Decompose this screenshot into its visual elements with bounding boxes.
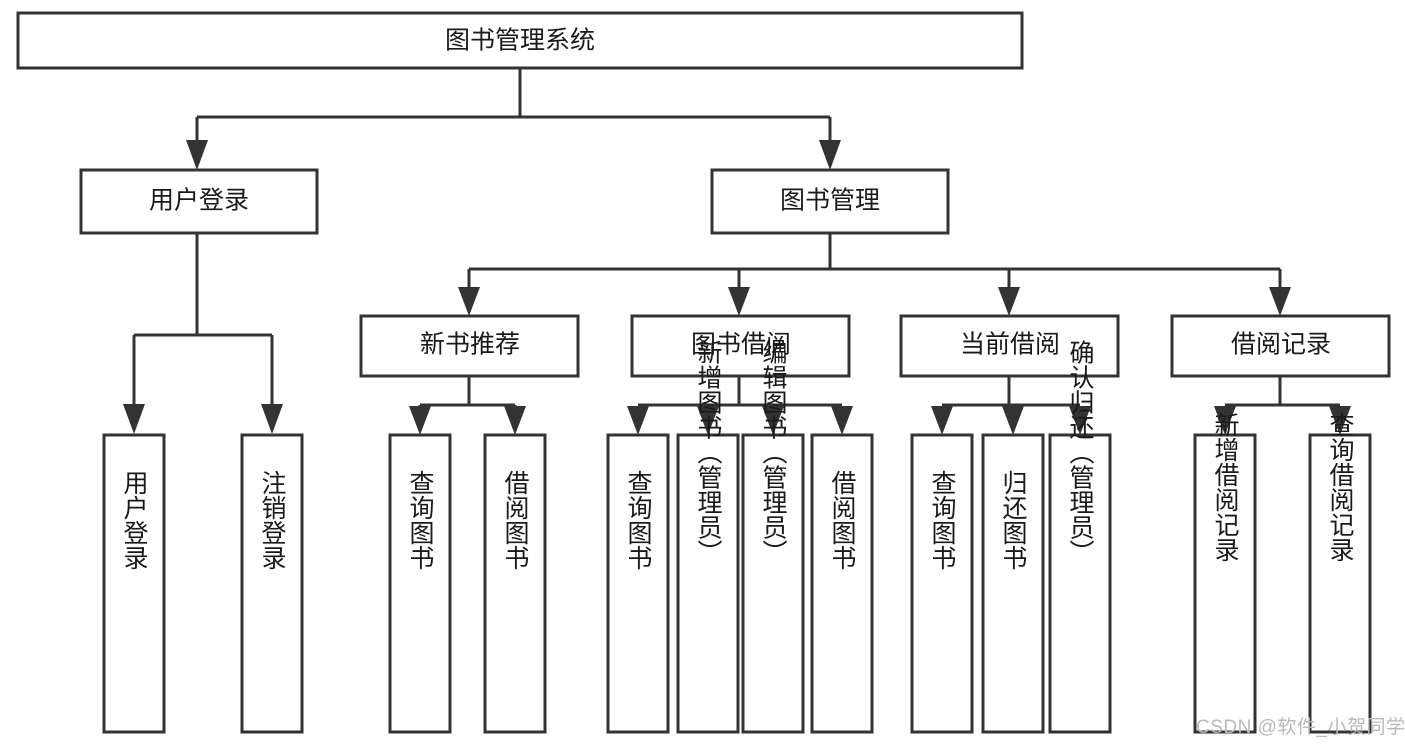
node-user-login[interactable]: 用户登录 <box>79 168 319 235</box>
node-borrow-record[interactable]: 借阅记录 <box>1170 314 1391 378</box>
node-leaf-borrow-add[interactable]: 新增图书（管理员） <box>676 340 740 734</box>
arrow-leaf-user-logout <box>261 404 283 434</box>
connector-layer <box>123 68 1351 435</box>
node-leaf-borrow-take[interactable]: 借阅图书 <box>810 433 874 734</box>
arrow-leaf-borrow-edit <box>762 406 784 435</box>
node-root-label: 图书管理系统 <box>445 27 595 55</box>
node-book-manage[interactable]: 图书管理 <box>710 168 950 235</box>
arrow-leaf-cur-confirm <box>1069 406 1091 435</box>
arrow-leaf-borrow-take <box>831 406 853 435</box>
node-leaf-borrow-add-box[interactable] <box>676 433 740 734</box>
arrow-leaf-cur-return <box>1002 406 1024 435</box>
arrow-user-login <box>186 140 208 170</box>
node-leaf-user-logout-label: 注销登录 <box>258 470 287 570</box>
arrow-leaf-rec-query <box>409 406 431 435</box>
node-leaf-user-logout-box[interactable] <box>240 433 304 734</box>
node-leaf-rec-query-label: 查询图书 <box>406 470 435 570</box>
node-leaf-rec-add[interactable]: 新增借阅记录 <box>1193 412 1257 734</box>
arrow-borrow-record <box>1269 287 1291 316</box>
node-leaf-cur-query-box[interactable] <box>910 433 974 734</box>
node-leaf-cur-confirm-box[interactable] <box>1048 433 1112 734</box>
node-leaf-borrow-query[interactable]: 查询图书 <box>606 433 670 734</box>
node-leaf-user-login-box[interactable] <box>102 433 166 734</box>
node-leaf-cur-return-box[interactable] <box>981 433 1045 734</box>
node-leaf-rec-query-box[interactable] <box>388 433 452 734</box>
node-leaf-rec-add-box[interactable] <box>1193 433 1257 734</box>
node-leaf-rec-search-label: 查询借阅记录 <box>1326 412 1355 562</box>
node-book-borrow-label: 图书借阅 <box>691 331 791 359</box>
arrow-leaf-cur-query <box>931 406 953 435</box>
arrow-leaf-borrow-add <box>697 406 719 435</box>
arrow-book-manage <box>819 140 841 170</box>
arrow-leaf-rec-search <box>1329 406 1351 435</box>
node-current-borrow-box[interactable] <box>899 314 1120 378</box>
node-leaf-borrow-query-label: 查询图书 <box>624 470 653 570</box>
watermark-label: CSDN @软件_小贺同学 <box>1196 716 1405 738</box>
node-leaf-rec-borrow[interactable]: 借阅图书 <box>483 433 547 734</box>
node-leaf-cur-query[interactable]: 查询图书 <box>910 433 974 734</box>
node-leaf-user-login-label: 用户登录 <box>120 470 149 570</box>
node-root[interactable]: 图书管理系统 <box>16 11 1024 70</box>
node-leaf-rec-borrow-box[interactable] <box>483 433 547 734</box>
node-new-book-rec-box[interactable] <box>359 314 580 378</box>
node-leaf-cur-confirm-label: 确认归还（管理员） <box>1066 340 1095 565</box>
node-leaf-rec-add-label: 新增借阅记录 <box>1211 412 1240 562</box>
node-leaf-user-logout[interactable]: 注销登录 <box>240 433 304 734</box>
arrow-book-borrow <box>728 287 750 316</box>
node-leaf-rec-borrow-label: 借阅图书 <box>501 470 530 570</box>
arrow-leaf-rec-borrow <box>504 406 526 435</box>
node-current-borrow[interactable]: 当前借阅 <box>899 314 1120 378</box>
node-borrow-record-label: 借阅记录 <box>1231 331 1331 359</box>
node-book-borrow[interactable]: 图书借阅 <box>630 314 851 378</box>
node-leaf-borrow-edit-label: 编辑图书（管理员） <box>759 340 788 565</box>
node-leaf-cur-query-label: 查询图书 <box>928 470 957 570</box>
node-book-borrow-box[interactable] <box>630 314 851 378</box>
node-user-login-label: 用户登录 <box>149 187 249 215</box>
node-book-manage-label: 图书管理 <box>780 187 880 215</box>
arrow-current-borrow <box>998 287 1020 316</box>
node-leaf-borrow-query-box[interactable] <box>606 433 670 734</box>
node-leaf-borrow-edit-box[interactable] <box>741 433 805 734</box>
node-leaf-rec-search-box[interactable] <box>1308 433 1372 734</box>
node-leaf-borrow-take-box[interactable] <box>810 433 874 734</box>
node-leaf-rec-search[interactable]: 查询借阅记录 <box>1308 412 1372 734</box>
node-leaf-cur-return-label: 归还图书 <box>999 470 1028 570</box>
node-leaf-rec-query[interactable]: 查询图书 <box>388 433 452 734</box>
node-current-borrow-label: 当前借阅 <box>960 331 1060 359</box>
node-user-login-box[interactable] <box>79 168 319 235</box>
arrow-leaf-rec-add <box>1214 406 1236 435</box>
arrow-leaf-user-login <box>123 404 145 434</box>
node-borrow-record-box[interactable] <box>1170 314 1391 378</box>
node-leaf-cur-confirm[interactable]: 确认归还（管理员） <box>1048 340 1112 734</box>
node-leaf-borrow-take-label: 借阅图书 <box>828 470 857 570</box>
node-leaf-borrow-add-label: 新增图书（管理员） <box>694 340 723 565</box>
node-leaf-user-login[interactable]: 用户登录 <box>102 433 166 734</box>
node-new-book-rec[interactable]: 新书推荐 <box>359 314 580 378</box>
arrow-new-book-rec <box>458 287 480 316</box>
node-leaf-borrow-edit[interactable]: 编辑图书（管理员） <box>741 340 805 734</box>
node-root-box[interactable] <box>16 11 1024 70</box>
node-new-book-rec-label: 新书推荐 <box>420 331 520 359</box>
node-leaf-cur-return[interactable]: 归还图书 <box>981 433 1045 734</box>
node-book-manage-box[interactable] <box>710 168 950 235</box>
arrow-leaf-borrow-query <box>627 406 649 435</box>
